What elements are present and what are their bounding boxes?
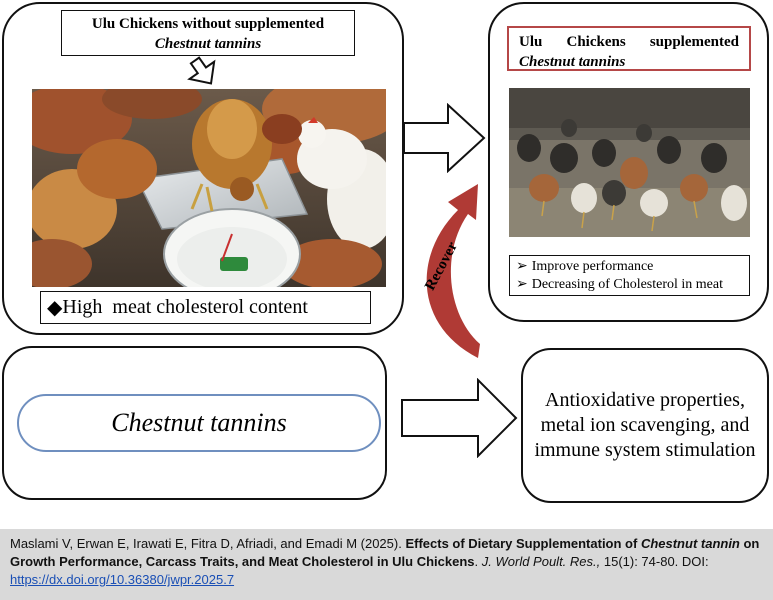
mechanisms-panel: Antioxidative properties, metal ion scav… <box>521 348 769 503</box>
citation-volume: 15(1): 74-80. DOI: <box>600 554 709 569</box>
with-tannin-title: Ulu Chickens supplemented Chestnut tanni… <box>507 26 751 71</box>
outline-down-arrow-icon <box>187 56 216 85</box>
citation-journal: J. World Poult. Res., <box>481 554 601 569</box>
outline-right-arrow-icon <box>403 103 486 173</box>
diamond-bullet-icon: ◆ <box>47 297 63 319</box>
citation-doi-link[interactable]: https://dx.doi.org/10.36380/jwpr.2025.7 <box>10 572 235 587</box>
without-tannin-title-line1: Ulu Chickens without supplemented <box>91 16 325 32</box>
arrow-bullet-icon: ➢ <box>516 277 528 292</box>
recover-arrow-icon <box>426 184 480 358</box>
mechanisms-text: Antioxidative properties, metal ion scav… <box>534 389 756 461</box>
with-tannin-title-word3: supplemented <box>649 34 739 50</box>
chicken-on-scale-photo <box>32 89 386 287</box>
benefit-item-text: Decreasing of Cholesterol in meat <box>531 277 724 292</box>
citation-title: Effects of Dietary Supplementation of Ch… <box>10 536 759 569</box>
benefit-item: ➢ Improve performance <box>516 258 743 276</box>
citation-separator: . <box>474 554 482 569</box>
citation-authors: Maslami V, Erwan E, Irawati E, Fitra D, … <box>10 536 406 551</box>
citation-title-italic: Chestnut tannin <box>640 536 740 551</box>
chicken-flock-photo <box>509 88 750 237</box>
arrow-bullet-icon: ➢ <box>516 259 528 274</box>
outline-right-arrow-icon <box>401 378 518 458</box>
citation-title-part2: on Growth Performance, Carcass Traits, a… <box>10 536 760 569</box>
high-cholesterol-text: High meat cholesterol content <box>62 296 308 318</box>
chestnut-tannins-pill: Chestnut tannins <box>17 394 381 452</box>
with-tannin-title-word2: Chickens <box>566 34 626 50</box>
high-cholesterol-label: ◆ High meat cholesterol content <box>40 291 371 324</box>
without-tannin-title-line2: Chestnut tannins <box>154 36 262 52</box>
citation-footer: Maslami V, Erwan E, Irawati E, Fitra D, … <box>0 529 773 600</box>
citation-title-part1: Effects of Dietary Supplementation of <box>405 536 641 551</box>
benefit-item: ➢ Decreasing of Cholesterol in meat <box>516 276 743 294</box>
with-tannin-title-word1: Ulu <box>519 34 543 50</box>
benefit-item-text: Improve performance <box>531 259 654 274</box>
with-tannin-title-line2: Chestnut tannins <box>519 54 626 70</box>
chestnut-tannins-label: Chestnut tannins <box>111 408 287 437</box>
benefits-list: ➢ Improve performance ➢ Decreasing of Ch… <box>509 255 750 296</box>
without-tannin-title: Ulu Chickens without supplemented Chestn… <box>61 10 355 56</box>
